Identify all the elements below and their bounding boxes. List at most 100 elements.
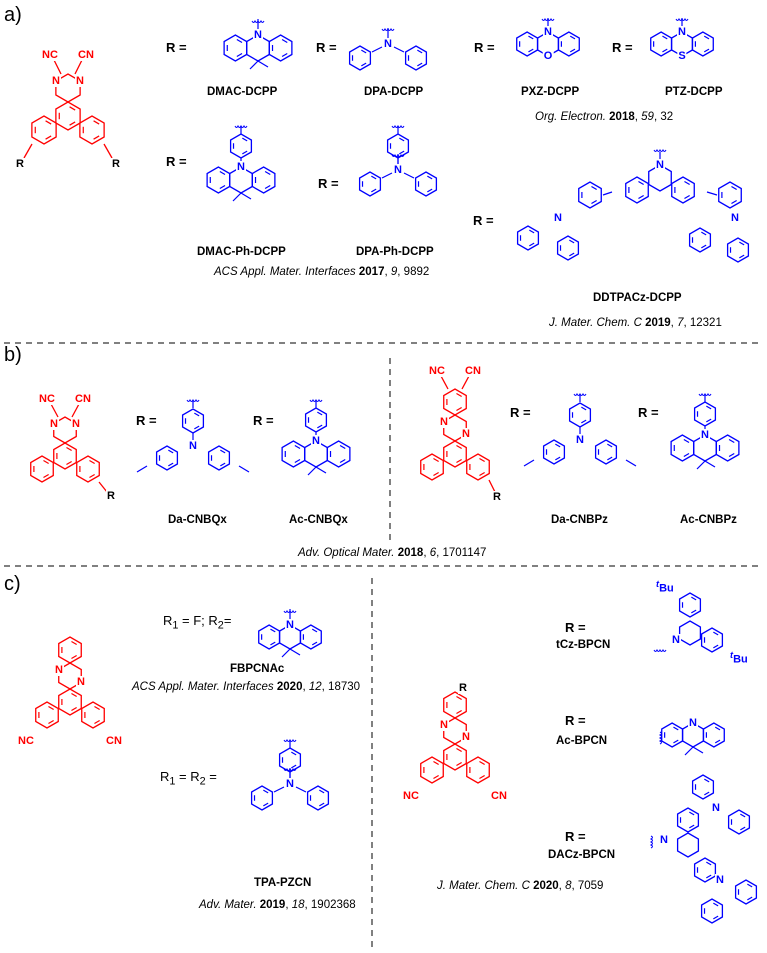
bond xyxy=(371,188,377,193)
atom-label: NC xyxy=(17,735,35,747)
ring xyxy=(594,439,618,465)
bond xyxy=(713,902,719,907)
bond xyxy=(740,813,746,818)
ring xyxy=(676,807,700,833)
bond xyxy=(683,453,690,458)
bond xyxy=(479,760,485,765)
bond xyxy=(281,648,291,658)
atom-label: N xyxy=(51,75,61,87)
fbpcnac-r-definition: R1 = F; R2= xyxy=(163,613,232,632)
attachment-bond xyxy=(381,27,395,31)
bond xyxy=(89,474,95,479)
bond xyxy=(317,411,323,416)
bond xyxy=(168,449,174,454)
ring xyxy=(30,455,54,483)
bond xyxy=(93,135,100,140)
bond xyxy=(311,641,318,646)
bond xyxy=(50,403,59,418)
ring xyxy=(79,115,105,145)
attachment-bond xyxy=(675,17,689,21)
atom-label: R xyxy=(15,158,25,170)
bond xyxy=(93,120,100,125)
compound-name: DACz-BPCN xyxy=(548,849,616,861)
bond xyxy=(219,170,226,175)
bond xyxy=(704,460,716,468)
bond xyxy=(529,229,535,234)
bond xyxy=(581,406,587,411)
atom-label: CN xyxy=(77,49,95,61)
attachment-bond xyxy=(283,767,297,771)
ring xyxy=(443,743,467,771)
ring xyxy=(404,45,428,71)
bond xyxy=(71,692,77,697)
bond xyxy=(528,35,534,40)
bond xyxy=(371,175,377,180)
ring xyxy=(58,688,82,716)
ring xyxy=(358,171,382,197)
bond xyxy=(581,419,587,424)
bond xyxy=(569,239,575,244)
ring xyxy=(693,857,717,883)
atom-label: O xyxy=(542,50,554,62)
compound-name: TPA-PZCN xyxy=(254,877,312,889)
compound-name: DPA-DCPP xyxy=(364,86,424,98)
bond xyxy=(264,185,271,190)
bond xyxy=(291,751,297,756)
bond xyxy=(399,150,405,155)
r-eq-ac-cnbpz: R = xyxy=(638,405,659,420)
bond xyxy=(683,438,690,443)
r-eq-ptz: R = xyxy=(612,40,633,55)
bond xyxy=(569,48,576,53)
bond xyxy=(662,48,668,53)
bond xyxy=(281,53,288,58)
atom-label: N xyxy=(253,29,263,41)
ring xyxy=(542,439,566,465)
bond xyxy=(739,254,745,259)
bond xyxy=(427,175,433,180)
compound-name: DMAC-Ph-DCPP xyxy=(197,246,286,258)
bond xyxy=(689,824,695,829)
bond xyxy=(307,466,317,476)
bond xyxy=(381,172,393,179)
bond xyxy=(703,35,710,40)
bond xyxy=(194,412,200,417)
bond xyxy=(479,472,485,477)
bond xyxy=(456,710,462,715)
ring xyxy=(578,181,602,209)
ring xyxy=(420,453,444,481)
r-eq-dacz: R = xyxy=(565,829,586,844)
bond xyxy=(236,38,243,43)
atom-label: N xyxy=(311,435,321,447)
bond xyxy=(706,861,712,866)
bond xyxy=(74,59,83,75)
bond xyxy=(339,459,346,464)
compound-name: Da-CNBQx xyxy=(168,514,227,526)
atom-label: NC xyxy=(428,365,446,377)
atom-label: N xyxy=(677,26,687,38)
r-eq-dmac: R = xyxy=(166,40,187,55)
bond xyxy=(294,459,301,464)
bond xyxy=(71,655,77,660)
bond xyxy=(569,252,575,257)
bond xyxy=(249,60,259,70)
r-eq-ac-bpcn: R = xyxy=(565,713,586,728)
bond xyxy=(714,739,721,744)
atom-label: NC xyxy=(41,49,59,61)
r-eq-tcz: R = xyxy=(565,620,586,635)
bond xyxy=(270,628,276,633)
atom-label: N xyxy=(461,428,471,440)
bond xyxy=(393,46,405,53)
ring xyxy=(76,455,100,483)
atom-label: CN xyxy=(74,393,92,405)
atom-label: N xyxy=(711,802,721,814)
bond xyxy=(728,453,735,458)
bond xyxy=(361,62,367,67)
bond xyxy=(713,631,719,636)
bond xyxy=(71,707,77,712)
compound-name: tCz-BPCN xyxy=(556,639,611,651)
bond xyxy=(71,403,80,418)
atom-label: R xyxy=(111,158,121,170)
bond xyxy=(270,641,276,646)
bond xyxy=(294,444,301,449)
